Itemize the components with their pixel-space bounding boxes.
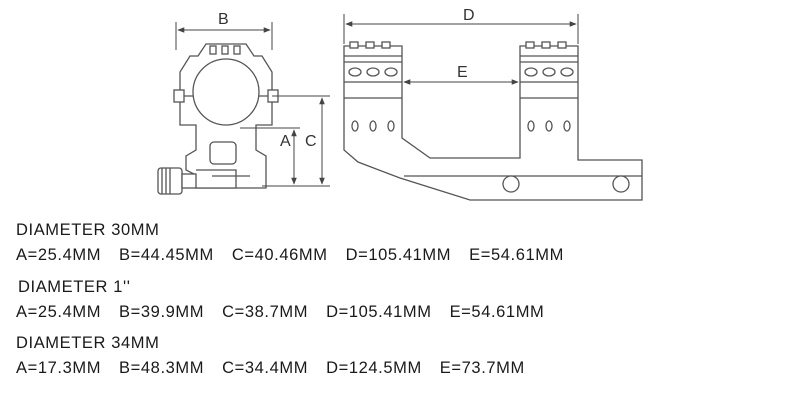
spec-value-b: B=44.45MM xyxy=(119,246,214,264)
label-c: C xyxy=(305,133,317,150)
spec-title: DIAMETER 1'' xyxy=(18,278,131,296)
spec-value-c: C=40.46MM xyxy=(231,246,328,264)
spec-value-d: D=105.41MM xyxy=(345,246,452,264)
spec-value-e: E=73.7MM xyxy=(439,359,525,377)
spec-value-c: C=38.7MM xyxy=(222,303,309,321)
side-view xyxy=(343,41,643,201)
spec-title: DIAMETER 30MM xyxy=(16,221,160,239)
spec-value-b: B=39.9MM xyxy=(119,303,205,321)
spec-values: A=25.4MM B=44.45MM C=40.46MM D=105.41MM E=54… xyxy=(16,246,582,265)
spec-value-a: A=17.3MM xyxy=(16,359,102,377)
front-view xyxy=(157,43,279,195)
dimension-a-c xyxy=(240,95,330,187)
spec-block-1inch: DIAMETER 1'' A=25.4MM B=39.9MM C=38.7MM D=1… xyxy=(16,278,562,322)
mount-body xyxy=(343,45,643,201)
base-window xyxy=(209,141,237,165)
label-b: B xyxy=(218,11,229,28)
spec-value-a: A=25.4MM xyxy=(16,246,102,264)
label-d: D xyxy=(463,7,475,24)
spec-values: A=25.4MM B=39.9MM C=38.7MM D=105.41MM E=54.6… xyxy=(16,303,562,322)
spec-value-e: E=54.61MM xyxy=(449,303,545,321)
spec-value-a: A=25.4MM xyxy=(16,303,102,321)
spec-value-b: B=48.3MM xyxy=(119,359,205,377)
dimension-d xyxy=(343,14,579,44)
spec-block-34mm: DIAMETER 34MM A=17.3MM B=48.3MM C=34.4MM D=… xyxy=(16,334,543,378)
spec-block-30mm: DIAMETER 30MM A=25.4MM B=44.45MM C=40.46MM… xyxy=(16,221,582,265)
dimension-b xyxy=(175,22,273,50)
spec-values: A=17.3MM B=48.3MM C=34.4MM D=124.5MM E=73.7M… xyxy=(16,359,543,378)
clamp-knob xyxy=(157,167,197,195)
spec-value-c: C=34.4MM xyxy=(222,359,309,377)
label-e: E xyxy=(457,64,468,81)
tube-bore xyxy=(192,58,260,126)
spec-title: DIAMETER 34MM xyxy=(16,334,160,352)
spec-value-d: D=105.41MM xyxy=(326,303,432,321)
label-a: A xyxy=(280,133,291,150)
spec-value-e: E=54.61MM xyxy=(469,246,564,264)
spec-value-d: D=124.5MM xyxy=(326,359,422,377)
scope-mount-diagram: B A C xyxy=(157,7,643,201)
